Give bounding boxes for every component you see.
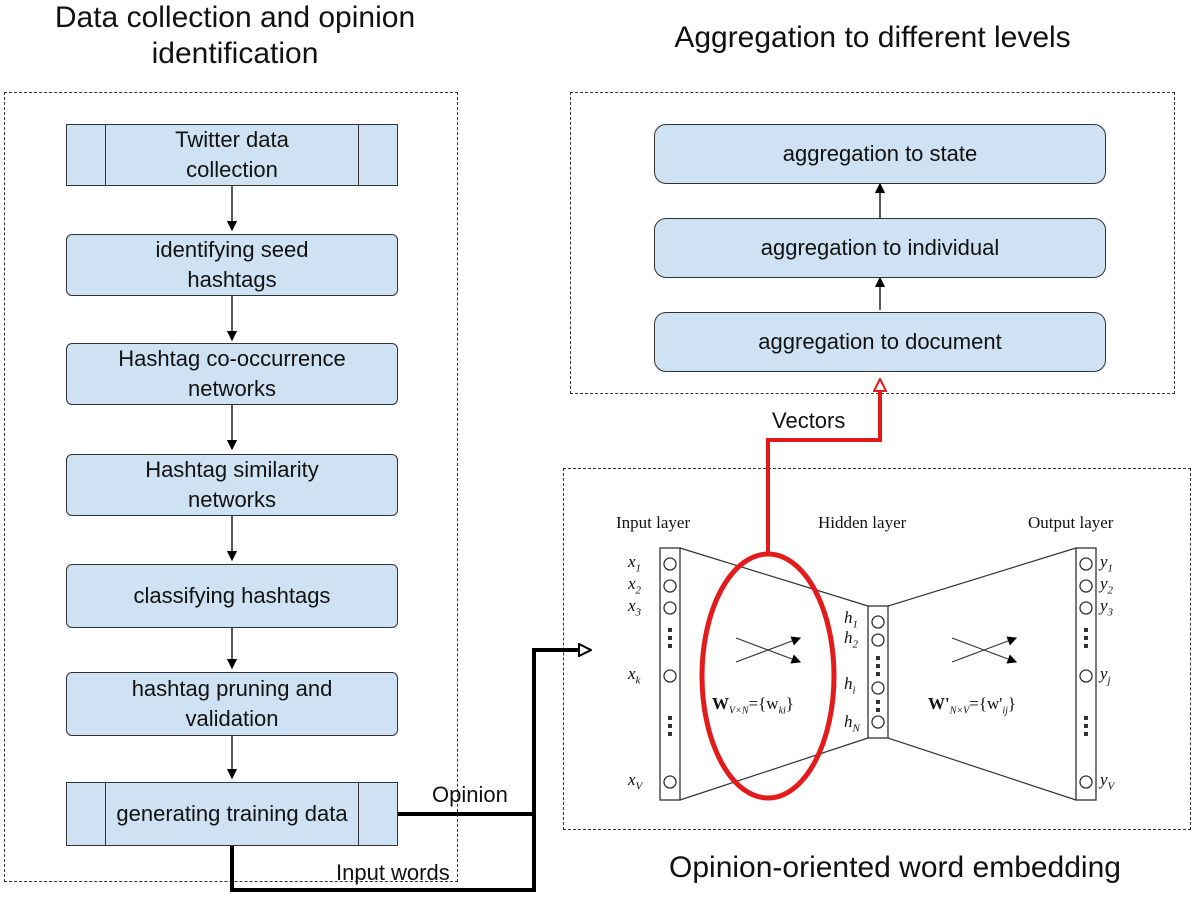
input-node bbox=[663, 669, 677, 683]
step-label: generating training data bbox=[116, 801, 348, 826]
aggregation-panel-frame bbox=[570, 92, 1175, 394]
output-label-yj: yj bbox=[1100, 664, 1111, 687]
input-node bbox=[663, 775, 677, 789]
hidden-label-h2: h2 bbox=[844, 628, 858, 651]
output-label-y1: y1 bbox=[1100, 552, 1114, 575]
input-words-label: Input words bbox=[336, 860, 450, 885]
step-identifying-seed-hashtags: identifying seed hashtags bbox=[66, 234, 398, 296]
step-classifying-hashtags: classifying hashtags bbox=[66, 564, 398, 628]
aggregation-to-individual: aggregation to individual bbox=[654, 218, 1106, 278]
step-label: Hashtag co-occurrence networks bbox=[118, 346, 346, 401]
input-label-x2: x2 bbox=[628, 574, 642, 597]
vectors-label: Vectors bbox=[772, 408, 846, 433]
step-twitter-data-collection: Twitter data collection bbox=[66, 124, 398, 186]
output-node bbox=[1079, 775, 1093, 789]
hidden-label-h1: h1 bbox=[844, 608, 858, 631]
hidden-label-hi: hi bbox=[844, 674, 856, 697]
input-label-xk: xk bbox=[628, 664, 641, 687]
hidden-layer-label: Hidden layer bbox=[818, 513, 907, 532]
output-node bbox=[1079, 579, 1093, 593]
embedding-panel-title: Opinion-oriented word embedding bbox=[669, 851, 1121, 884]
step-label: classifying hashtags bbox=[133, 583, 331, 608]
step-label: Hashtag similarity networks bbox=[145, 457, 319, 512]
input-label-x3: x3 bbox=[628, 596, 642, 619]
input-node bbox=[663, 579, 677, 593]
crossing-arrows-right bbox=[951, 636, 1018, 664]
input-layer-label: Input layer bbox=[616, 513, 690, 532]
step-label: hashtag pruning and validation bbox=[131, 676, 333, 731]
output-node bbox=[1079, 557, 1093, 571]
output-ellipsis bbox=[1084, 628, 1088, 736]
output-label-yv: yV bbox=[1100, 770, 1115, 793]
left-panel-title: Data collection and opinion identificati… bbox=[54, 1, 416, 70]
output-layer-label: Output layer bbox=[1028, 513, 1114, 532]
hidden-node bbox=[871, 615, 885, 629]
training-data-connectors bbox=[230, 650, 590, 892]
step-label: Twitter data collection bbox=[175, 127, 289, 182]
output-weight-matrix-label: W'N×V={w'ij} bbox=[928, 694, 1017, 717]
step-hashtag-co-occurrence: Hashtag co-occurrence networks bbox=[66, 343, 398, 405]
output-label-y2: y2 bbox=[1100, 574, 1114, 597]
hidden-node bbox=[871, 681, 885, 695]
aggregation-panel-title: Aggregation to different levels bbox=[674, 21, 1071, 54]
output-node bbox=[1079, 601, 1093, 615]
weight-highlight-ellipse bbox=[699, 551, 837, 801]
hidden-node bbox=[871, 715, 885, 729]
input-label-xv: xV bbox=[628, 770, 643, 793]
step-hashtag-pruning: hashtag pruning and validation bbox=[66, 672, 398, 736]
hidden-ellipsis bbox=[876, 656, 880, 712]
step-hashtag-similarity: Hashtag similarity networks bbox=[66, 454, 398, 516]
output-label-y3: y3 bbox=[1100, 596, 1114, 619]
aggregation-label: aggregation to document bbox=[758, 329, 1002, 354]
aggregation-label: aggregation to state bbox=[782, 141, 978, 166]
aggregation-label: aggregation to individual bbox=[760, 235, 1000, 260]
vectors-arrow bbox=[766, 380, 880, 552]
input-weight-matrix-label: WV×N={wki} bbox=[712, 694, 794, 717]
input-node bbox=[663, 601, 677, 615]
input-ellipsis bbox=[668, 628, 672, 736]
opinion-label: Opinion bbox=[432, 782, 508, 807]
hidden-label-hn: hN bbox=[844, 712, 860, 735]
hidden-node bbox=[871, 633, 885, 647]
step-generating-training-data: generating training data bbox=[66, 782, 398, 846]
input-node bbox=[663, 557, 677, 571]
input-label-x1: x1 bbox=[628, 552, 642, 575]
aggregation-to-state: aggregation to state bbox=[654, 124, 1106, 184]
step-label: identifying seed hashtags bbox=[155, 237, 309, 292]
output-node bbox=[1079, 669, 1093, 683]
neural-network: Input layer Hidden layer Output layer bbox=[616, 513, 1114, 801]
aggregation-to-document: aggregation to document bbox=[654, 312, 1106, 372]
crossing-arrows-left bbox=[735, 636, 802, 664]
